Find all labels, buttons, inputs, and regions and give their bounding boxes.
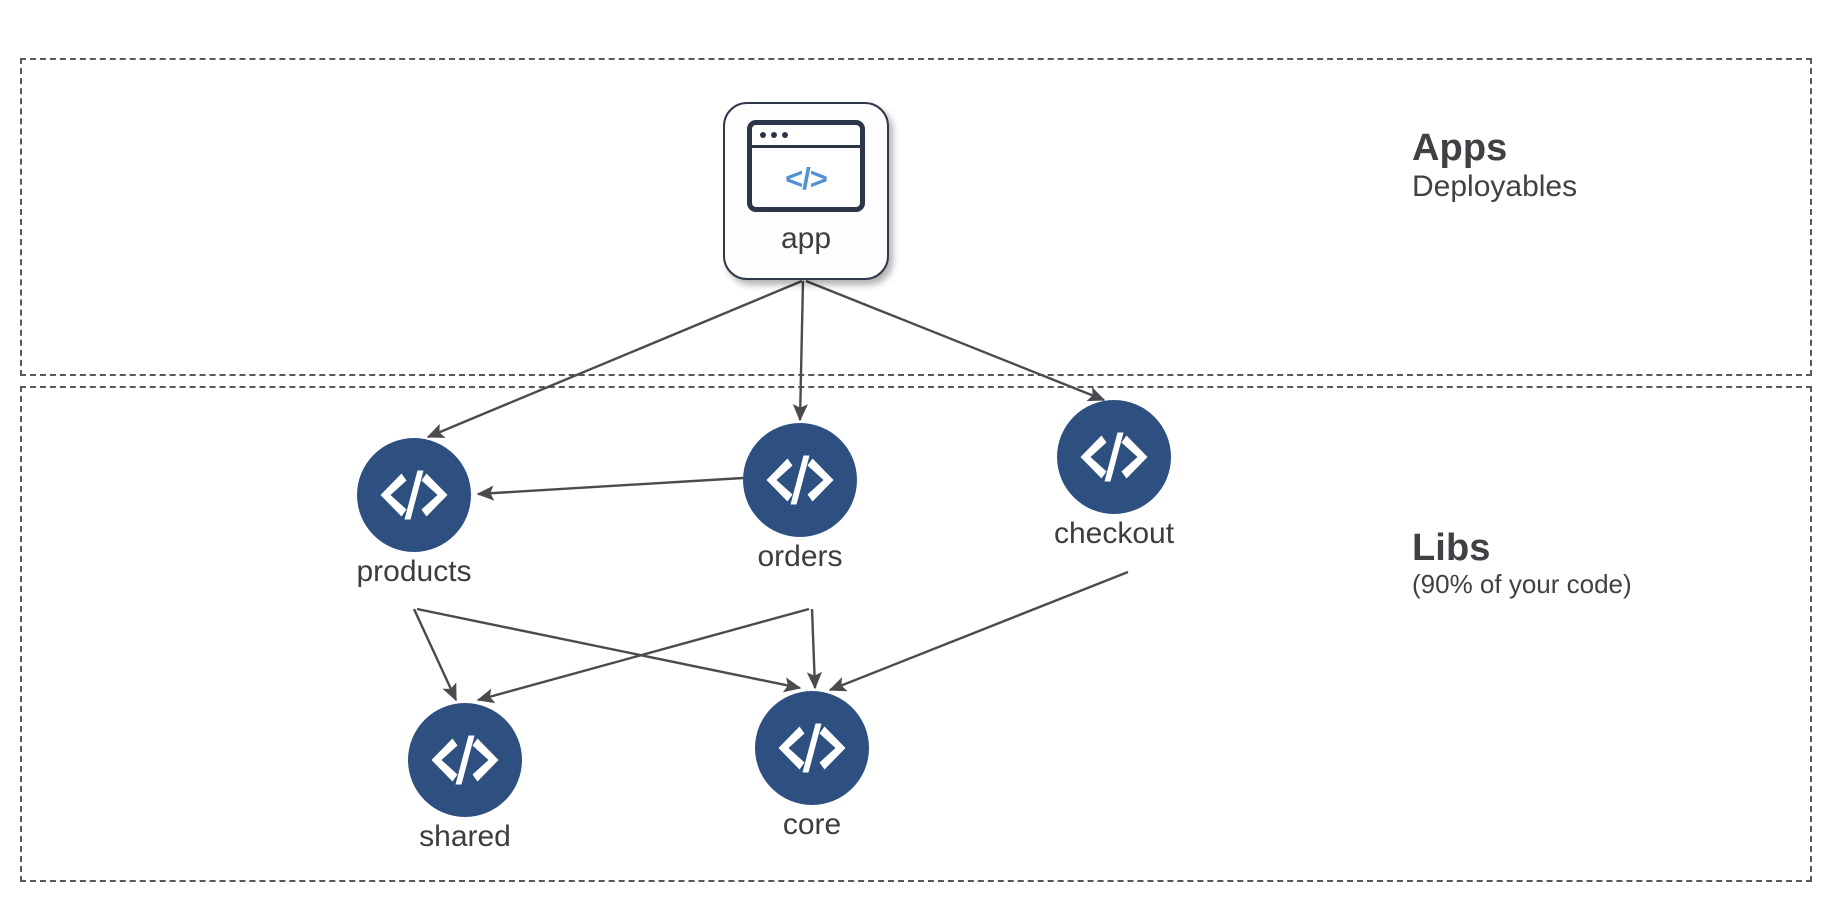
edge-checkout-core [828, 570, 1129, 692]
zone-boundary-libs [20, 386, 1812, 882]
zone-title-apps: Apps [1412, 127, 1508, 169]
edge-app-checkout [805, 279, 1106, 402]
node-app[interactable]: </> app [723, 102, 889, 280]
code-brackets-icon [357, 438, 471, 552]
browser-titlebar [752, 125, 860, 148]
browser-dot-3 [782, 132, 788, 138]
browser-dot-2 [771, 132, 777, 138]
browser-dot-1 [760, 132, 766, 138]
zone-title-libs: Libs [1412, 527, 1491, 569]
code-brackets-icon [1057, 400, 1171, 514]
node-orders[interactable]: orders [743, 423, 857, 572]
node-core-label: core [782, 808, 842, 841]
browser-code-icon: </> [747, 120, 865, 212]
node-products-label: products [356, 555, 472, 588]
edge-app-products [426, 279, 803, 439]
zone-subtitle-apps: Deployables [1412, 170, 1578, 204]
code-brackets-icon [743, 423, 857, 537]
node-shared[interactable]: shared [408, 703, 522, 852]
edge-products-shared [412, 608, 458, 702]
code-brackets-icon [408, 703, 522, 817]
node-checkout[interactable]: checkout [1054, 400, 1174, 549]
edge-orders-shared [476, 607, 810, 704]
node-core[interactable]: core [755, 691, 869, 840]
edge-orders-core [806, 608, 822, 690]
node-products[interactable]: products [356, 438, 472, 587]
node-checkout-label: checkout [1053, 517, 1175, 550]
code-glyph: </> [785, 160, 828, 196]
node-orders-label: orders [757, 540, 843, 573]
edge-orders-products [476, 476, 744, 501]
edge-app-orders [792, 280, 808, 422]
edge-products-core [416, 607, 802, 693]
code-brackets-icon [755, 691, 869, 805]
zone-caption-libs: Libs (90% of your code) [1412, 527, 1632, 600]
zone-boundary-apps [20, 58, 1812, 376]
zone-caption-apps: Apps Deployables [1412, 127, 1578, 205]
node-shared-label: shared [419, 820, 511, 853]
zone-subtitle-libs: (90% of your code) [1412, 569, 1632, 600]
node-app-label: app [780, 222, 832, 255]
